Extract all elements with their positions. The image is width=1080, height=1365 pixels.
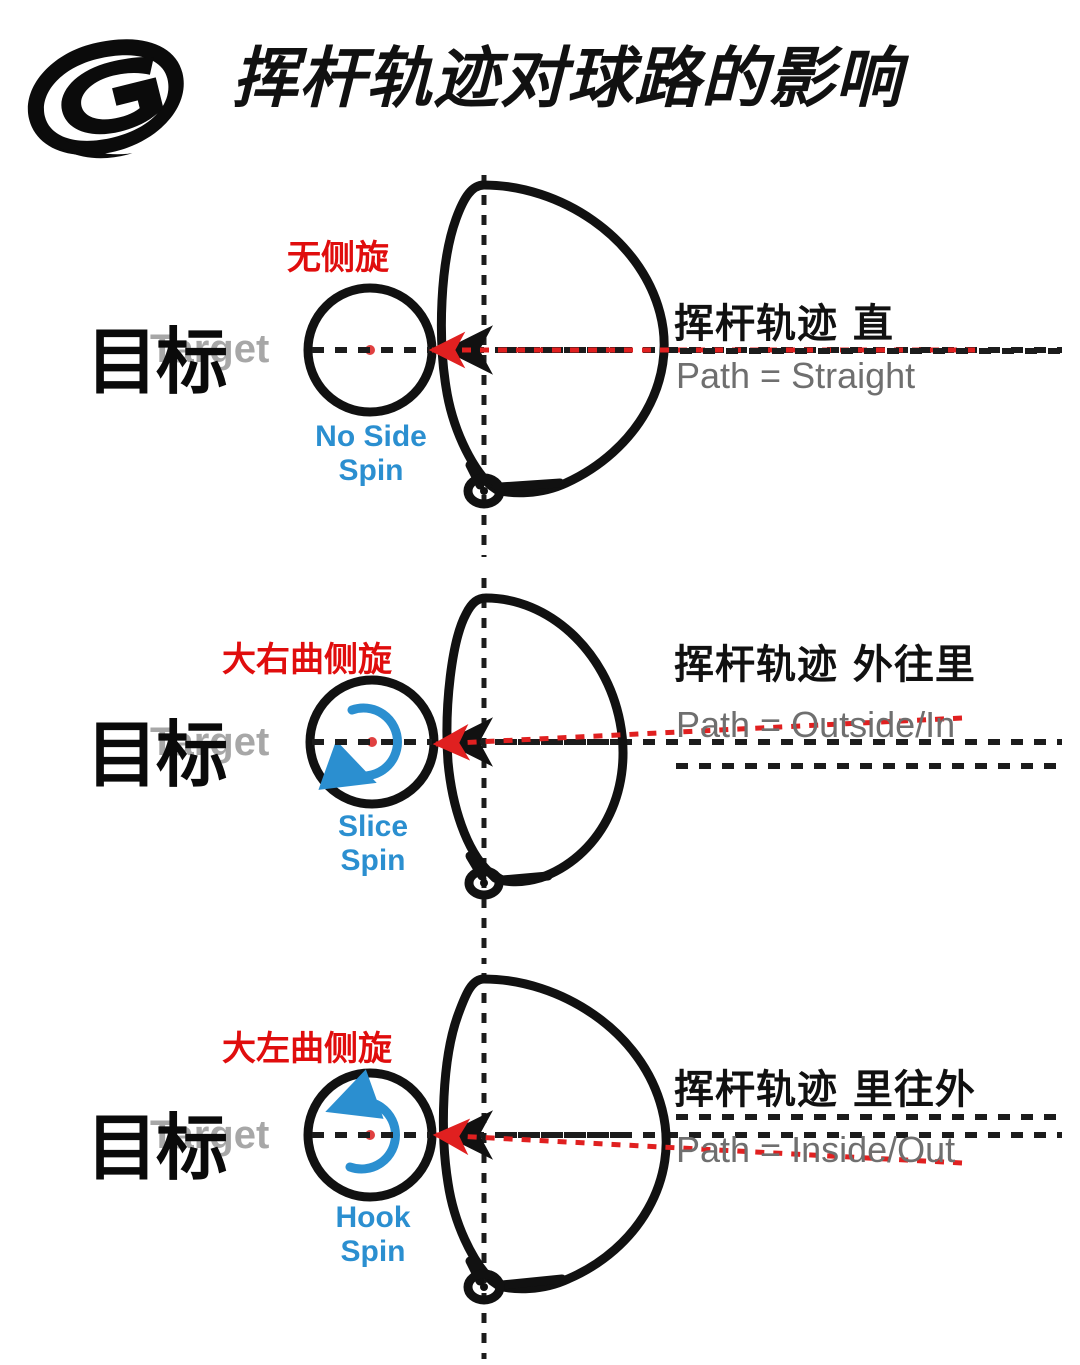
path-label-cn: 挥杆轨迹 直 — [674, 301, 894, 347]
path-label-en: Path = Inside/Out — [676, 1129, 956, 1170]
hosel-ring — [463, 473, 505, 509]
panel-straight: Target 目标 无侧旋 No Side Spin 挥杆轨迹 直 Path =… — [0, 165, 1080, 565]
spin-label-cn: 大右曲侧旋 — [222, 640, 392, 680]
target-label-en: Target — [150, 1113, 270, 1157]
spin-label-en: No Side Spin — [315, 420, 427, 487]
spin-label-en: Slice Spin — [337, 810, 409, 877]
target-label-cn: 目标 — [86, 713, 228, 797]
swing-path-arrow-icon — [432, 715, 963, 761]
path-label-cn: 挥杆轨迹 里往外 — [674, 1067, 976, 1113]
panel-outside-in: Target 目标 大右曲侧旋 Slice Spin 挥杆轨迹 外往里 Path… — [0, 570, 1080, 970]
header: 挥杆轨迹对球路的影响 — [0, 0, 1080, 170]
hosel-ring — [463, 1269, 505, 1305]
g-swoosh-logo-icon — [22, 34, 190, 160]
path-label-en: Path = Outside/In — [676, 704, 956, 745]
page-title: 挥杆轨迹对球路的影响 — [232, 40, 902, 117]
swing-path-arrow-icon — [432, 1118, 963, 1166]
counter-clockwise-spin-icon — [325, 1069, 400, 1174]
spin-label-cn: 无侧旋 — [287, 238, 389, 278]
spin-label-cn: 大左曲侧旋 — [222, 1029, 392, 1069]
target-label-en: Target — [150, 327, 270, 371]
spin-label-en: Hook Spin — [335, 1201, 411, 1268]
driver-head-top-view-icon — [436, 180, 669, 498]
target-label-cn: 目标 — [86, 320, 228, 404]
hosel-ring — [464, 866, 504, 900]
clockwise-spin-icon — [318, 703, 402, 790]
driver-head-top-view-icon — [438, 974, 671, 1294]
target-label-cn: 目标 — [86, 1106, 228, 1190]
path-label-en: Path = Straight — [676, 355, 916, 396]
path-label-cn: 挥杆轨迹 外往里 — [674, 642, 976, 688]
panel-inside-out: Target 目标 大左曲侧旋 Hook Spin 挥杆轨迹 里往外 Path … — [0, 965, 1080, 1365]
target-label-en: Target — [150, 720, 270, 764]
